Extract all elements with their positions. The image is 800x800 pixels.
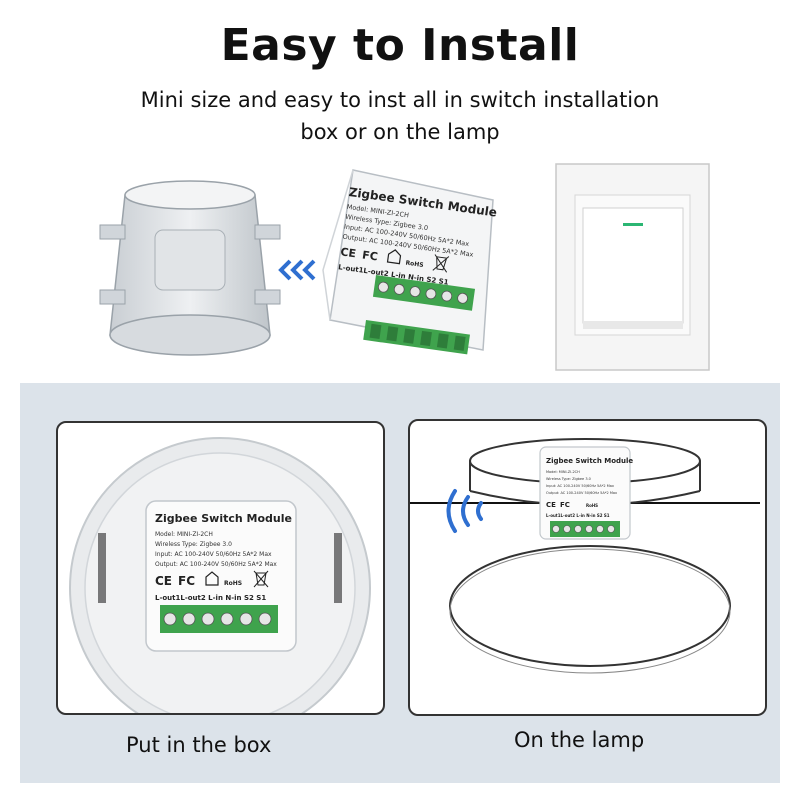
home-icon xyxy=(205,571,219,586)
terminal-labels: L-out1L-out2 L-in N-in S2 S1 xyxy=(546,513,610,518)
caption-put-in-box: Put in the box xyxy=(126,733,272,757)
ce-mark: CE xyxy=(340,245,357,260)
module-model: Model: MINI-ZI-2CH xyxy=(546,470,580,474)
zigbee-module-top: Zigbee Switch Module Model: MINI-ZI-2CH … xyxy=(322,169,498,355)
wall-switch-illustration xyxy=(555,163,710,371)
rohs-mark: RoHS xyxy=(224,580,242,587)
signal-waves-icon xyxy=(446,489,483,533)
installation-box-illustration xyxy=(99,180,281,356)
page-title: Easy to Install xyxy=(220,20,580,71)
terminal-block xyxy=(372,275,476,311)
module-input: Input: AC 100-240V 50/60Hz 5A*2 Max xyxy=(546,484,614,488)
fc-mark: FC xyxy=(178,574,195,588)
subtitle-line-1: Mini size and easy to inst all in switch… xyxy=(140,88,660,112)
terminal-labels: L-out1L-out2 L-in N-in S2 S1 xyxy=(155,594,266,602)
module-input: Input: AC 100-240V 50/60Hz 5A*2 Max xyxy=(155,551,272,558)
module-name: Zigbee Switch Module xyxy=(155,512,292,525)
terminal-block xyxy=(550,521,620,537)
insert-arrows-icon xyxy=(278,259,316,281)
fc-mark: FC xyxy=(361,248,378,263)
home-icon xyxy=(386,249,402,265)
module-output: Output: AC 100-240V 50/60Hz 5A*2 Max xyxy=(546,491,617,495)
module-on-lamp-illustration: Zigbee Switch Module Model: MINI-ZI-2CH … xyxy=(410,438,760,674)
weee-bin-icon xyxy=(253,570,269,588)
installation-options-panel: Zigbee Switch Module Model: MINI-ZI-2CH … xyxy=(20,383,780,783)
module-model: Model: MINI-ZI-2CH xyxy=(155,531,213,538)
rohs-mark: RoHS xyxy=(405,260,424,269)
module-wireless: Wireless Type: Zigbee 3.0 xyxy=(546,477,591,481)
ce-mark: CE xyxy=(155,574,172,588)
switch-led-indicator xyxy=(623,223,643,226)
terminal-block xyxy=(160,605,278,633)
module-in-box-illustration: Zigbee Switch Module Model: MINI-ZI-2CH … xyxy=(69,437,371,713)
module-wireless: Wireless Type: Zigbee 3.0 xyxy=(155,541,232,548)
caption-on-lamp: On the lamp xyxy=(514,728,645,752)
rohs-mark: RoHS xyxy=(586,503,598,508)
ce-mark: CE xyxy=(546,501,556,509)
module-name: Zigbee Switch Module xyxy=(546,457,633,465)
on-lamp-card: Zigbee Switch Module Model: MINI-ZI-2CH … xyxy=(408,419,767,716)
module-output: Output: AC 100-240V 50/60Hz 5A*2 Max xyxy=(155,561,277,568)
subtitle-line-2: box or on the lamp xyxy=(300,120,500,144)
terminal-block-bottom xyxy=(363,320,470,355)
weee-bin-icon xyxy=(432,254,450,273)
put-in-box-card: Zigbee Switch Module Model: MINI-ZI-2CH … xyxy=(56,421,385,715)
fc-mark: FC xyxy=(560,501,570,509)
